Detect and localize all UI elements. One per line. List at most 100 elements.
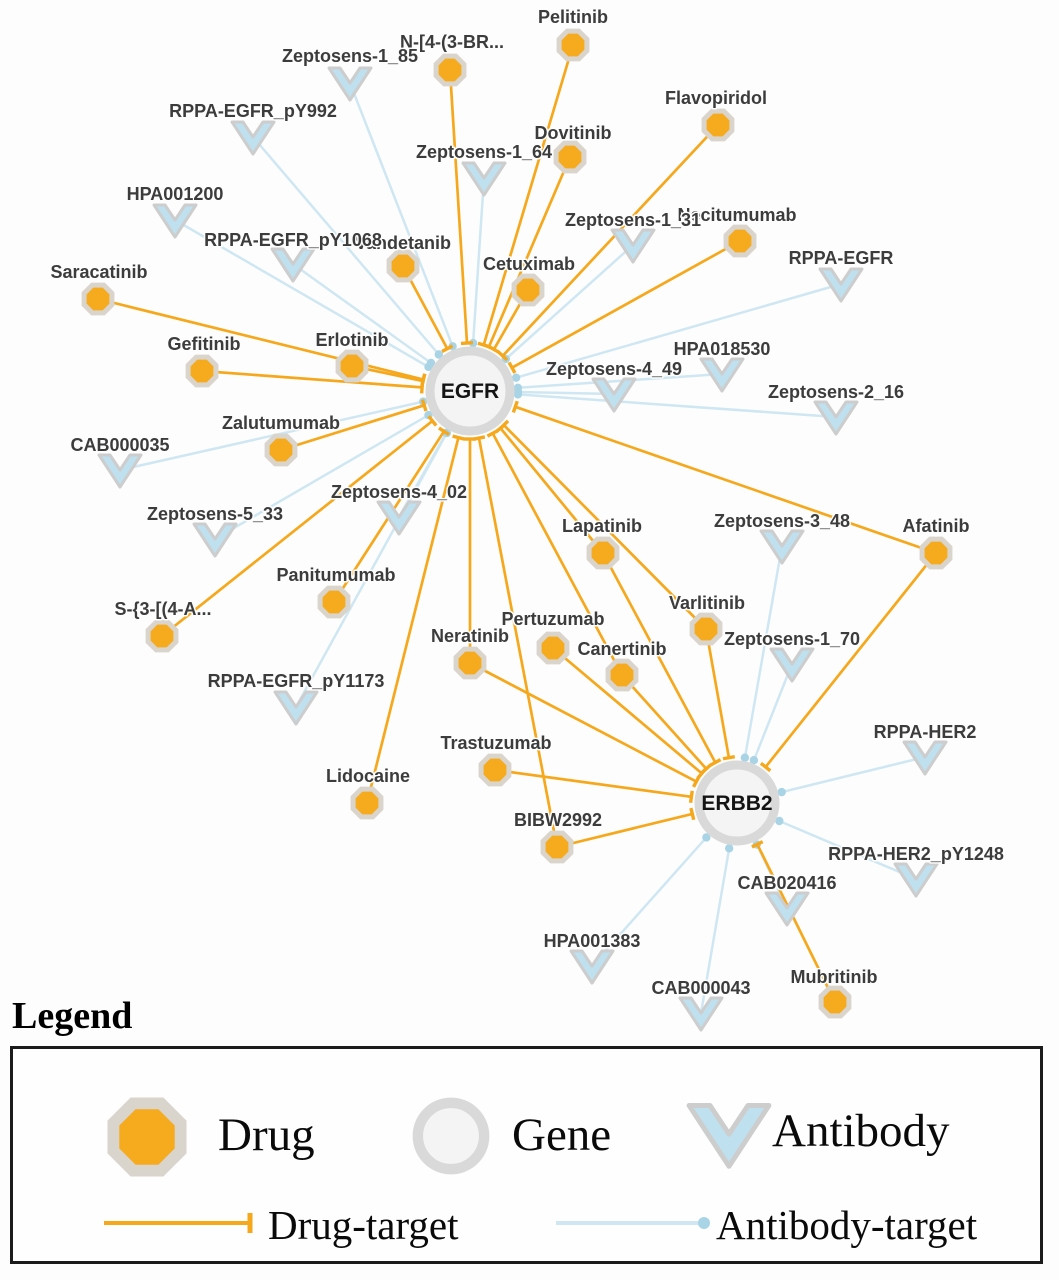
edge-z2_16-egfr — [513, 390, 837, 419]
antibody-node-rppa_her2[interactable] — [902, 740, 948, 776]
drug-node-canertinib[interactable] — [605, 658, 639, 692]
edge-rppa_egfr_py1173-egfr — [294, 428, 451, 708]
nodes-layer — [81, 28, 953, 1032]
drug-node-trastuzumab[interactable] — [478, 753, 512, 787]
node-label-z1_64: Zeptosens-1_64 — [416, 142, 552, 162]
drug-node-panitumumab[interactable] — [317, 585, 351, 619]
edge-hpa001383-erbb2 — [591, 833, 711, 967]
node-label-z5_33: Zeptosens-5_33 — [147, 504, 283, 524]
edge-saracatinib-egfr — [97, 297, 427, 386]
antibody-node-z1_85[interactable] — [327, 66, 373, 102]
edge-z4_49-egfr — [513, 387, 615, 397]
antibody-node-rppa_egfr_py1068[interactable] — [270, 247, 316, 283]
antibody-node-z5_33[interactable] — [192, 522, 238, 558]
labels-layer: EGFRERBB2PelitinibN-[4-(3-BR...Dovitinib… — [49, 6, 1005, 1000]
antibody-node-z1_31[interactable] — [610, 228, 656, 264]
node-label-rppa_egfr_py992: RPPA-EGFR_pY992 — [169, 101, 337, 121]
edge-pelitinib-egfr — [477, 44, 575, 349]
legend-title: Legend — [12, 995, 133, 1037]
antibody-node-z1_70[interactable] — [769, 647, 815, 683]
edge-lapatinib-egfr — [494, 422, 605, 554]
legend-drug-target-label: Drug-target — [268, 1202, 459, 1248]
drug-node-vandetanib[interactable] — [386, 249, 420, 283]
antibody-node-rppa_egfr_py992[interactable] — [230, 120, 276, 156]
drug-node-neratinib[interactable] — [453, 646, 487, 680]
drug-octagon-icon — [107, 1097, 187, 1177]
antibody-node-cab000035[interactable] — [97, 453, 143, 489]
edge-varlitinib-erbb2 — [704, 628, 736, 761]
node-label-necitumumab: Necitumumab — [677, 205, 796, 225]
antibody-node-cab000043[interactable] — [678, 996, 724, 1032]
drug-node-cetuximab[interactable] — [511, 273, 545, 307]
node-label-z4_02: Zeptosens-4_02 — [331, 482, 467, 502]
antibody-node-hpa001200[interactable] — [152, 203, 198, 239]
drug-node-dovitinib[interactable] — [553, 140, 587, 174]
edge-rppa_her2-erbb2 — [777, 755, 926, 797]
edge-gefitinib-egfr — [201, 369, 425, 394]
gene-node-erbb2[interactable] — [694, 760, 780, 846]
node-label-trastuzumab: Trastuzumab — [440, 733, 551, 753]
node-label-cetuximab: Cetuximab — [483, 254, 575, 274]
drug-node-flavopiridol[interactable] — [701, 108, 735, 142]
drug-node-saracatinib[interactable] — [81, 282, 115, 316]
drug-node-s3_4a[interactable] — [145, 619, 179, 653]
node-label-afatinib: Afatinib — [903, 516, 970, 536]
drug-node-mubritinib[interactable] — [818, 985, 852, 1019]
antibody-node-rppa_her2_py1248[interactable] — [893, 862, 939, 898]
node-label-rppa_egfr_py1173: RPPA-EGFR_pY1173 — [208, 671, 385, 691]
node-label-dovitinib: Dovitinib — [535, 123, 612, 143]
antibody-node-z2_16[interactable] — [813, 400, 859, 436]
node-label-bibw2992: BIBW2992 — [514, 810, 602, 830]
antibody-node-rppa_egfr[interactable] — [818, 267, 864, 303]
edge-trastuzumab-erbb2 — [494, 768, 694, 803]
antibody-node-hpa001383[interactable] — [569, 949, 615, 985]
drug-node-necitumumab[interactable] — [723, 224, 757, 258]
drug-node-erlotinib[interactable] — [335, 349, 369, 383]
node-label-canertinib: Canertinib — [577, 639, 666, 659]
edge-necitumumab-egfr — [507, 239, 741, 374]
node-label-pertuzumab: Pertuzumab — [501, 609, 604, 629]
antibody-node-cab020416[interactable] — [764, 891, 810, 927]
antibody-node-z1_64[interactable] — [461, 161, 507, 197]
node-label-hpa018530: HPA018530 — [674, 339, 771, 359]
edge-hpa001200-egfr — [174, 218, 433, 372]
drug-node-gefitinib[interactable] — [185, 354, 219, 388]
edge-cab000035-egfr — [119, 397, 428, 472]
antibody-node-rppa_egfr_py1173[interactable] — [273, 690, 319, 726]
edge-rppa_egfr_py992-egfr — [252, 136, 443, 359]
edge-z1_31-egfr — [501, 244, 634, 364]
node-label-flavopiridol: Flavopiridol — [665, 88, 767, 108]
drug-node-lidocaine[interactable] — [350, 786, 384, 820]
drug-target-edge-icon — [104, 1213, 253, 1233]
edge-zalutumumab-egfr — [280, 399, 428, 452]
drug-node-bibw2992[interactable] — [540, 830, 574, 864]
node-label-mubritinib: Mubritinib — [791, 967, 878, 987]
node-label-hpa001200: HPA001200 — [127, 184, 224, 204]
node-label-neratinib: Neratinib — [431, 626, 509, 646]
antibody-node-hpa018530[interactable] — [699, 357, 745, 393]
node-label-z1_70: Zeptosens-1_70 — [724, 629, 860, 649]
legend-drug-label: Drug — [218, 1109, 315, 1161]
node-label-rppa_egfr: RPPA-EGFR — [789, 248, 894, 268]
node-label-z2_16: Zeptosens-2_16 — [768, 382, 904, 402]
edge-n4_3br-egfr — [448, 69, 474, 346]
antibody-node-z4_02[interactable] — [376, 500, 422, 536]
drug-node-pelitinib[interactable] — [556, 28, 590, 62]
gene-circle-icon — [412, 1097, 490, 1175]
edge-rppa_egfr_py1068-egfr — [292, 262, 436, 368]
gene-node-egfr[interactable] — [425, 346, 515, 436]
edge-bibw2992-egfr — [472, 435, 559, 848]
drug-node-n4_3br[interactable] — [433, 53, 467, 87]
antibody-node-z3_48[interactable] — [759, 529, 805, 565]
node-label-zalutumumab: Zalutumumab — [222, 413, 340, 433]
drug-node-lapatinib[interactable] — [586, 536, 620, 570]
antibody-node-z4_49[interactable] — [591, 377, 637, 413]
drug-node-pertuzumab[interactable] — [536, 631, 570, 665]
drug-node-zalutumumab[interactable] — [264, 433, 298, 467]
drug-node-varlitinib[interactable] — [689, 612, 723, 646]
edge-neratinib-erbb2 — [469, 661, 701, 788]
node-label-rppa_egfr_py1068: RPPA-EGFR_pY1068 — [204, 230, 382, 250]
drug-node-afatinib[interactable] — [919, 536, 953, 570]
